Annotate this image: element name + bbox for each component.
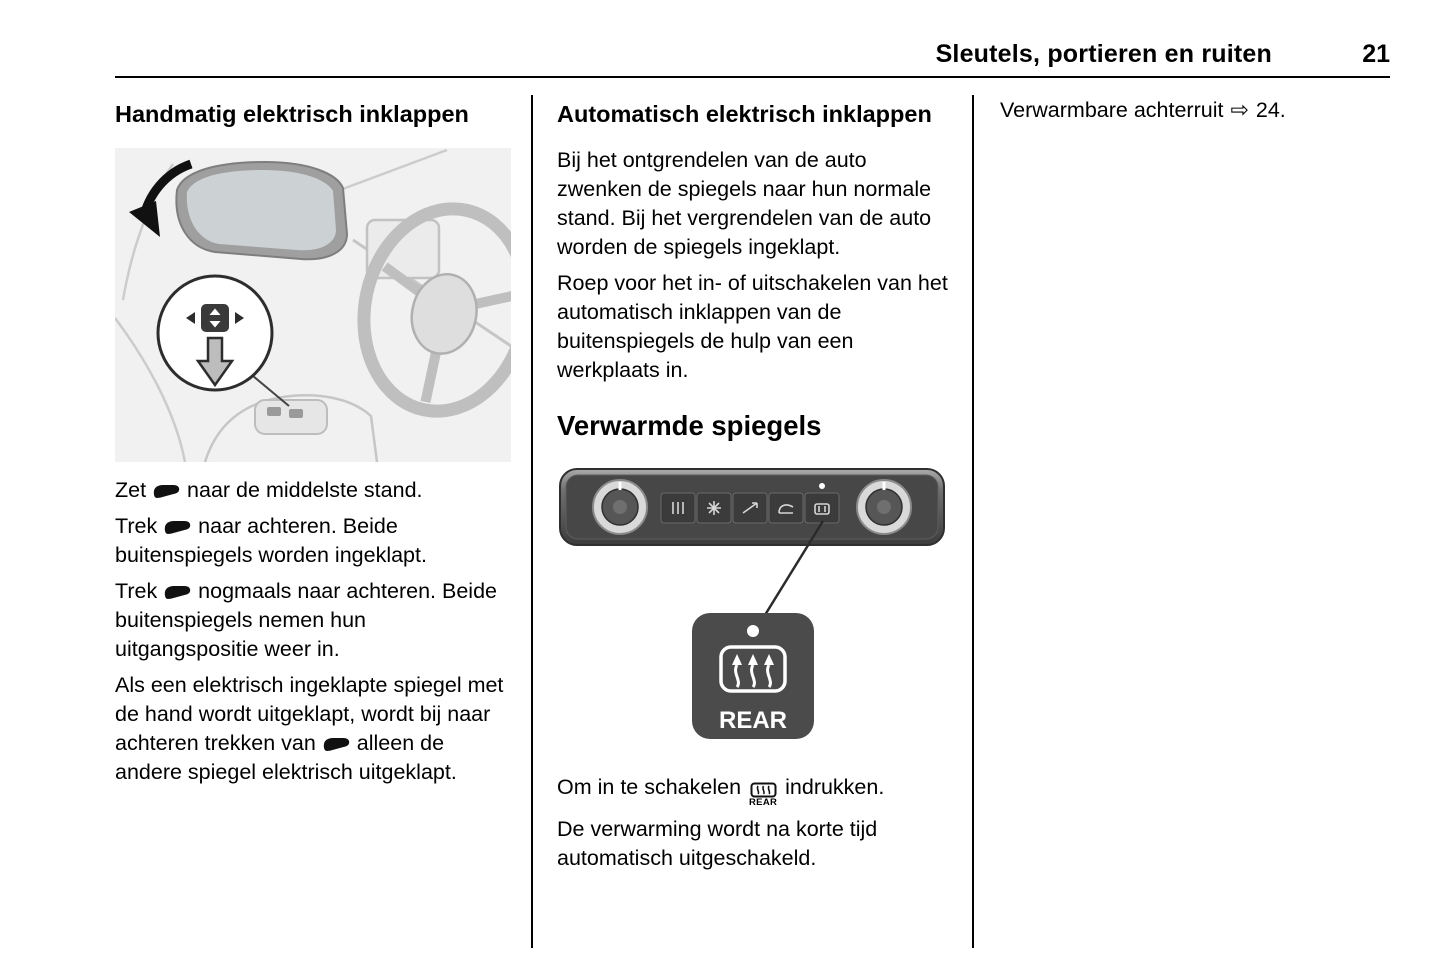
paragraph-zet: Zet naar de middelste stand.: [115, 478, 423, 502]
heated-rear-window-button-icon: REAR: [749, 782, 777, 808]
paragraph-trek-2: Trek nogmaals naar achteren. Beide buite…: [115, 579, 497, 661]
header-rule: [115, 76, 1390, 78]
cross-reference: Verwarmbare achterruit ⇨ 24.: [1000, 97, 1286, 122]
mirror-control-icon: [323, 738, 349, 751]
page-number: 21: [1362, 40, 1390, 68]
side-mirror: [175, 160, 349, 261]
column-middle: Automatisch elektrisch inklappen Bij het…: [557, 95, 950, 880]
mirror-control-icon: [153, 485, 180, 498]
paragraph-unlock: Bij het ontgrendelen van de auto zwenken…: [557, 148, 932, 259]
climate-control-panel: [559, 468, 945, 546]
column-left: Handmatig elektrisch inklappen: [113, 95, 533, 794]
heated-window-icon: [719, 645, 787, 693]
climate-panel-drawing: REAR: [559, 468, 945, 739]
left-knob: [592, 479, 648, 535]
car-interior-drawing: [113, 148, 533, 463]
col1-heading: Handmatig elektrisch inklappen: [115, 101, 469, 127]
col2-heading: Automatisch elektrisch inklappen: [557, 101, 932, 127]
column-divider: [531, 95, 533, 948]
pull-back-arrow-icon: [195, 336, 235, 388]
window-switches: [254, 399, 328, 435]
right-knob: [856, 479, 912, 535]
paragraph-auto-off: De verwarming wordt na korte tijd automa…: [557, 817, 878, 870]
four-way-pad: [201, 304, 229, 332]
left-arrow-icon: [186, 312, 195, 324]
mirror-control-illustration: [113, 148, 533, 463]
reference-arrow-icon: ⇨: [1230, 97, 1249, 122]
indicator-dot: [819, 483, 825, 489]
paragraph-switch-on: Om in te schakelen REAR indrukken.: [557, 775, 885, 808]
panel-button-icons: [672, 501, 830, 515]
mirror-switch-callout: [156, 274, 274, 392]
rear-button-label: REAR: [719, 707, 787, 734]
paragraph-workshop: Roep voor het in- of uitschakelen van he…: [557, 271, 948, 382]
mirror-fold-arrow-icon: [129, 159, 193, 237]
section-heading-heated-mirrors: Verwarmde spiegels: [557, 410, 822, 441]
column-right: Verwarmbare achterruit ⇨ 24.: [1000, 95, 1390, 132]
heated-mirror-illustration: REAR: [557, 463, 947, 765]
mirror-control-icon: [164, 521, 191, 534]
callout-line: [763, 520, 825, 616]
paragraph-trek-1: Trek naar achteren. Beide buitenspiegels…: [115, 514, 427, 567]
rear-heating-button: REAR: [692, 613, 814, 739]
reference-page: 24.: [1255, 98, 1286, 122]
mirror-control-icon: [164, 586, 191, 599]
paragraph-als: Als een elektrisch ingeklapte spiegel me…: [115, 673, 504, 784]
right-arrow-icon: [235, 312, 244, 324]
column-divider: [972, 95, 974, 948]
page-header-title: Sleutels, portieren en ruiten: [935, 40, 1272, 68]
